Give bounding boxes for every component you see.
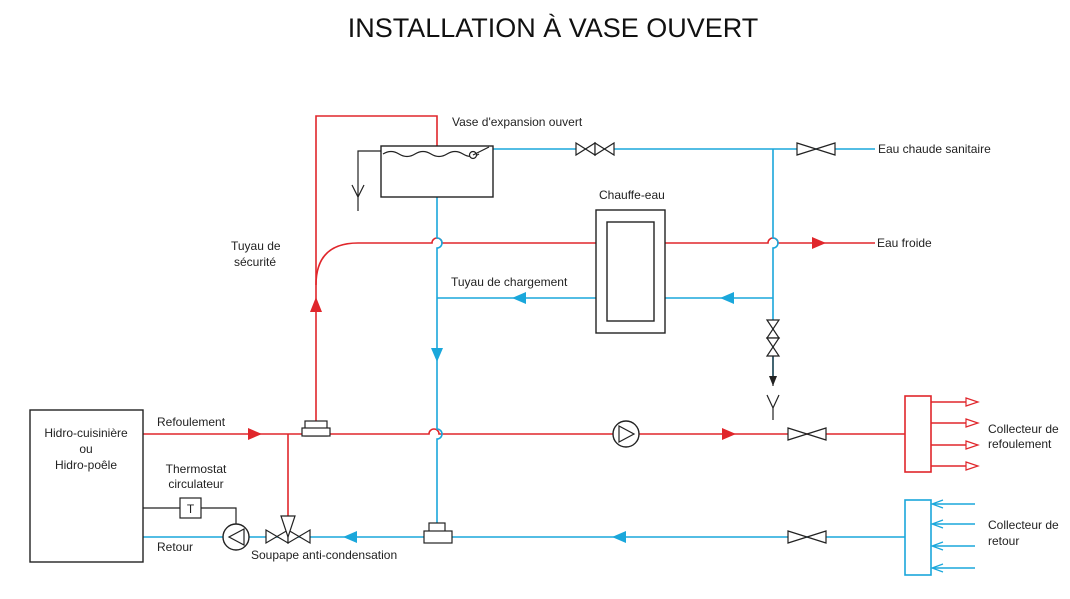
label-boiler: ou [79,442,92,456]
page-title: INSTALLATION À VASE OUVERT [348,13,759,43]
supply-collector [904,395,932,473]
flow-arrow-icon [431,348,443,362]
label-supply: Refoulement [157,415,226,429]
label-hot-water: Eau chaude sanitaire [878,142,991,156]
outlet-arrow-icon [965,397,980,407]
flow-arrow-icon [812,237,826,249]
label-return-collector: retour [988,534,1019,548]
thermostat-box [179,497,202,519]
tee-fitting [423,530,453,544]
tee-fitting [301,427,331,437]
return-pipes [143,148,975,576]
label-thermostat: Thermostat [166,462,227,476]
inlet-arrow-icon [930,541,944,551]
label-loading-pipe: Tuyau de chargement [451,275,568,289]
inlet-arrow-icon [930,519,944,529]
flow-arrow-icon [248,428,262,440]
supply-main-line [143,428,905,435]
equipment: T [29,141,836,563]
label-water-heater: Chauffe-eau [599,188,665,202]
return-valve-icon [787,530,827,544]
label-safety-pipe: sécurité [234,255,276,269]
water-heater-tank [606,221,655,322]
return-collector [904,499,932,576]
supply-valve-icon [787,427,827,441]
inlet-arrow-icon [930,499,944,509]
label-safety-pipe: Tuyau de [231,239,281,253]
flow-arrow-icon [612,531,626,543]
boiler [29,409,144,563]
valve-icon [765,337,781,357]
right-vertical-pipe [772,149,779,380]
label-boiler: Hidro-poêle [55,458,117,472]
labels: Vase d'expansion ouvert Eau chaude sanit… [44,115,1059,562]
water-level-icon [382,150,480,158]
flow-arrow-icon [722,428,736,440]
thermostat-wire [201,507,237,524]
drain-funnel-icon [766,394,780,410]
outlet-arrow-icon [965,440,980,450]
safety-pipe [315,115,438,421]
flow-arrow-icon [310,297,322,312]
label-anti-condensation-valve: Soupape anti-condensation [251,548,397,562]
overflow-pipe [357,150,381,197]
inlet-arrow-icon [930,563,944,573]
label-expansion-vase: Vase d'expansion ouvert [452,115,583,129]
valve-icon [796,142,836,156]
flow-arrow-icon [343,531,357,543]
drain-arrow-icon [769,376,777,386]
label-boiler: Hidro-cuisinière [44,426,128,440]
anti-condensation-valve-icon [280,515,296,539]
supply-pipes [143,115,980,516]
label-return-collector: Collecteur de [988,518,1059,532]
pump-triangle-icon [618,425,636,443]
label-supply-collector: refoulement [988,437,1052,451]
label-supply-collector: Collecteur de [988,422,1059,436]
flow-arrow-icon [512,292,526,304]
label-thermostat: circulateur [168,477,223,491]
valve-icon [594,141,615,157]
thermostat-symbol: T [187,502,195,516]
cold-water-pipe-right [665,237,875,244]
outlet-arrow-icon [965,461,980,471]
float-arm-icon [472,146,490,156]
anti-condensation-valve-icon [287,528,311,545]
valve-icon [765,319,781,339]
flow-arrow-icon [720,292,734,304]
outlet-arrow-icon [965,418,980,428]
label-return: Retour [157,540,193,554]
label-cold-water: Eau froide [877,236,932,250]
pump-triangle-icon [227,528,245,546]
anti-condensation-valve-icon [265,528,289,545]
vase-drop-pipe [436,197,443,527]
valve-icon [575,141,596,157]
